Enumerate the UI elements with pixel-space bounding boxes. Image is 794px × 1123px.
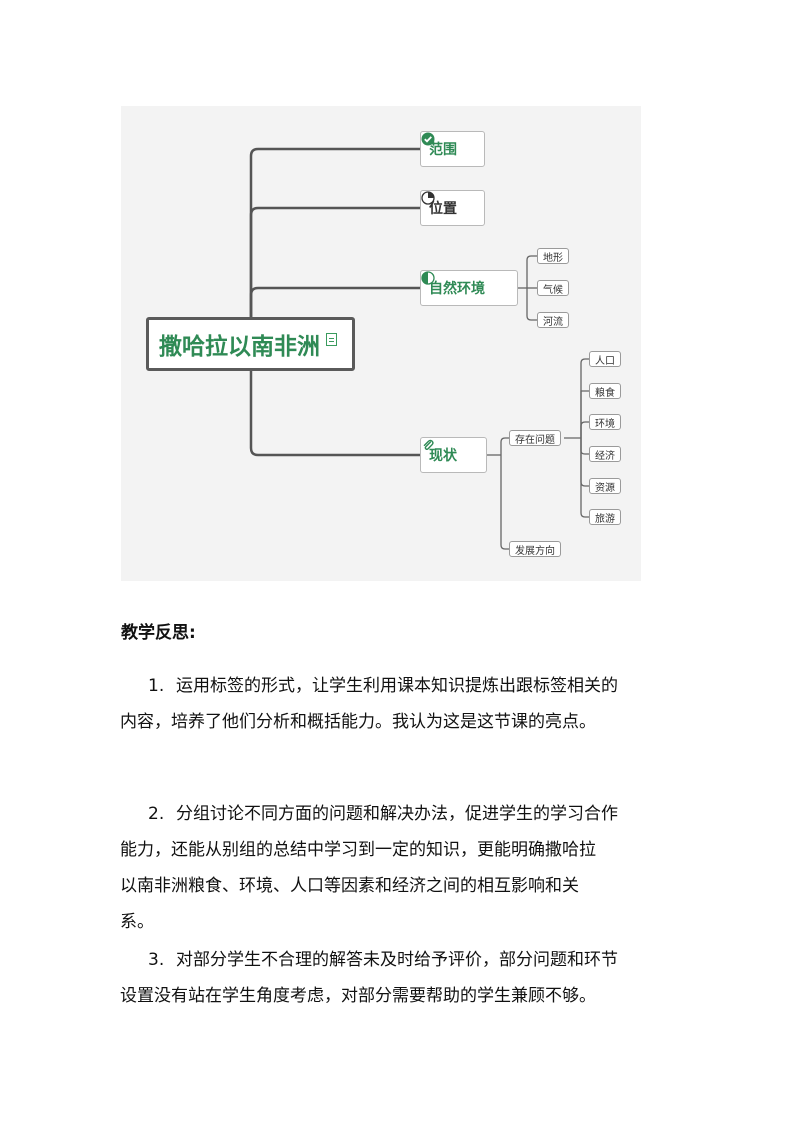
branch-natural-environment[interactable]: 自然环境 (420, 270, 518, 306)
subtopic-existing-problems[interactable]: 存在问题 (509, 430, 561, 446)
paperclip-icon (423, 439, 434, 450)
note-icon (326, 332, 337, 346)
reflection-line: 能力，还能从别组的总结中学习到一定的知识，更能明确撒哈拉 (120, 840, 596, 860)
subtopic-economy[interactable]: 经济 (589, 446, 621, 462)
subtopic-rivers[interactable]: 河流 (537, 312, 569, 328)
subtopic-population[interactable]: 人口 (589, 351, 621, 367)
branch-label: 范围 (429, 142, 457, 158)
reflection-heading: 教学反思: (121, 623, 196, 643)
reflection-line: 2.分组讨论不同方面的问题和解决办法，促进学生的学习合作 (148, 796, 688, 832)
reflection-line: 3.对部分学生不合理的解答未及时给予评价，部分问题和环节 (148, 942, 688, 978)
subtopic-climate[interactable]: 气候 (537, 280, 569, 296)
central-topic-label: 撒哈拉以南非洲 (159, 334, 320, 360)
reflection-item-1: 1.运用标签的形式，让学生利用课本知识提炼出跟标签相关的 内容，培养了他们分析和… (120, 668, 688, 740)
branch-label: 自然环境 (429, 281, 485, 297)
quarter-pie-icon (421, 191, 435, 205)
item-number: 1. (148, 676, 165, 696)
item-number: 2. (148, 804, 165, 824)
reflection-line: 设置没有站在学生角度考虑，对部分需要帮助的学生兼顾不够。 (120, 986, 596, 1006)
central-topic[interactable]: 撒哈拉以南非洲 (146, 317, 355, 371)
reflection-line: 内容，培养了他们分析和概括能力。我认为这是这节课的亮点。 (120, 712, 596, 732)
subtopic-development-direction[interactable]: 发展方向 (509, 541, 561, 557)
reflection-line: 1.运用标签的形式，让学生利用课本知识提炼出跟标签相关的 (148, 668, 688, 704)
branch-range[interactable]: 范围 (420, 131, 485, 167)
reflection-line: 系。 (120, 912, 154, 932)
reflection-item-2: 2.分组讨论不同方面的问题和解决办法，促进学生的学习合作 能力，还能从别组的总结… (120, 796, 688, 940)
subtopic-grain[interactable]: 粮食 (589, 383, 621, 399)
branch-label: 现状 (429, 448, 457, 464)
branch-label: 位置 (429, 201, 457, 217)
reflection-line: 以南非洲粮食、环境、人口等因素和经济之间的相互影响和关 (120, 876, 579, 896)
half-circle-icon (421, 271, 435, 285)
item-number: 3. (148, 950, 165, 970)
branch-location[interactable]: 位置 (420, 190, 485, 226)
mind-map: 撒哈拉以南非洲 范围 位置 自然环境 地形 气候 河流 现状 存在问题 发展方向… (121, 106, 641, 581)
subtopic-terrain[interactable]: 地形 (537, 248, 569, 264)
branch-current-status[interactable]: 现状 (420, 437, 487, 473)
subtopic-resources[interactable]: 资源 (589, 478, 621, 494)
reflection-item-3: 3.对部分学生不合理的解答未及时给予评价，部分问题和环节 设置没有站在学生角度考… (120, 942, 688, 1014)
subtopic-tourism[interactable]: 旅游 (589, 509, 621, 525)
mind-map-connectors (249, 147, 589, 550)
check-circle-icon (421, 132, 435, 146)
subtopic-environment[interactable]: 环境 (589, 414, 621, 430)
